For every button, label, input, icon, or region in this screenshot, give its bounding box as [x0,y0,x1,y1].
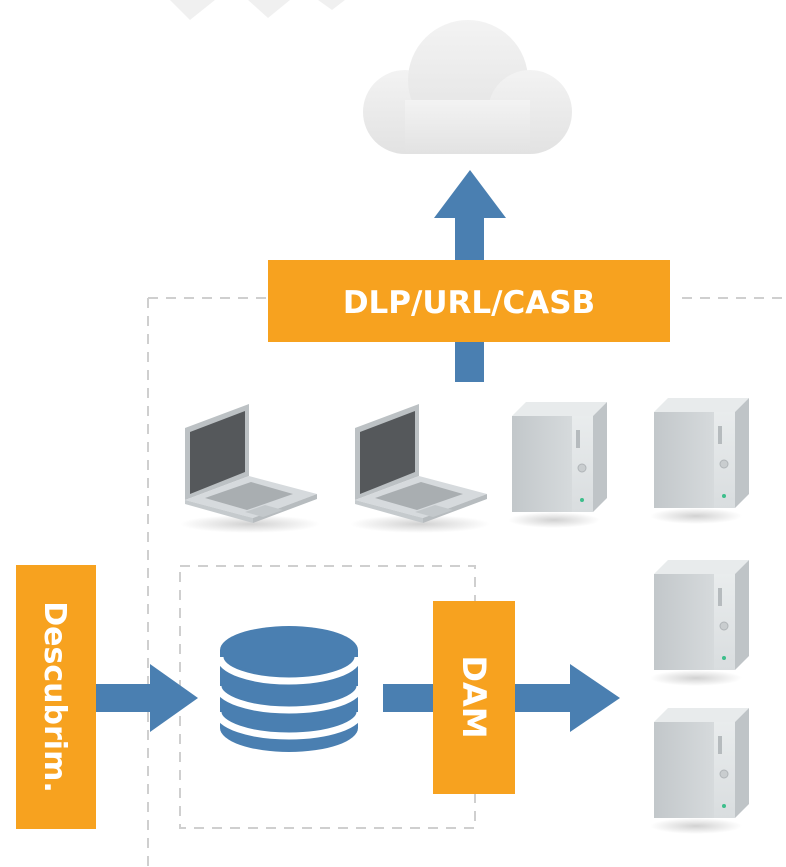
server-icon [649,397,750,525]
database-to-dam-arrow-icon [383,684,435,712]
server-icon [649,559,750,687]
dam-to-servers-arrow-icon [515,664,620,732]
server-icon [649,707,750,835]
discovery-box: Descubrim. [16,565,96,829]
laptop-icon [350,404,490,533]
laptop-icon [180,404,320,533]
discovery-label: Descubrim. [37,601,72,792]
dam-label: DAM [455,655,493,738]
database-icon [214,626,364,752]
database-zone-boundary [179,565,476,829]
dlp-url-casb-box: DLP/URL/CASB [268,260,670,342]
dam-box: DAM [433,601,515,794]
discovery-arrow-icon [96,664,198,732]
server-icon [507,401,608,529]
dlp-url-casb-label: DLP/URL/CASB [343,285,595,321]
outer-network-boundary [147,297,786,867]
cloud-icon [363,20,572,154]
top-edge-decoration [170,0,345,20]
